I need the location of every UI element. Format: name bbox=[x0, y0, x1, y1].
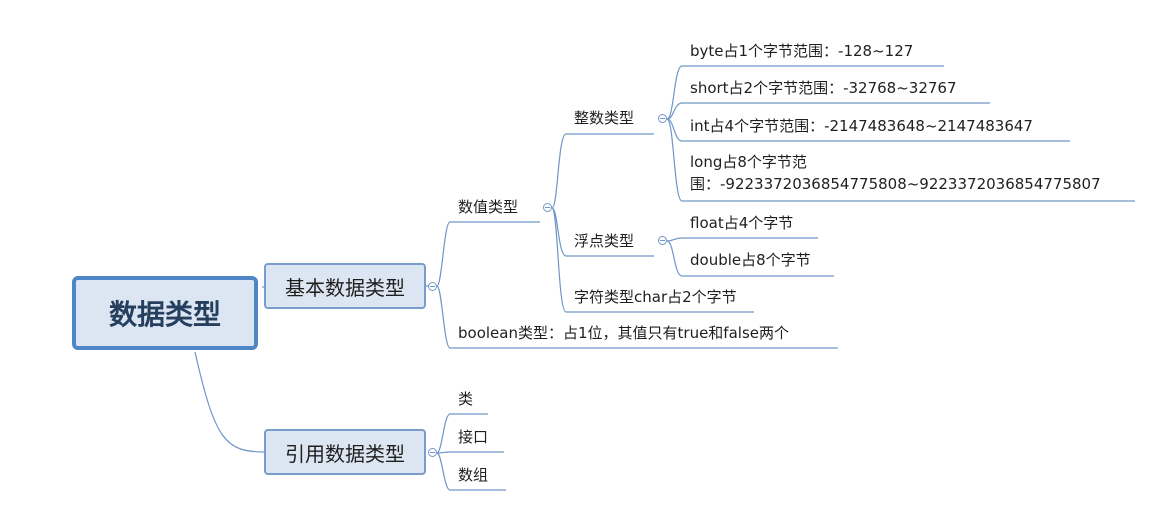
leaf-long-line-2: 围：-9223372036854775808~92233720368547758… bbox=[690, 175, 1101, 193]
leaf-long-line-1: long占8个字节范 bbox=[690, 153, 807, 171]
node-float-types[interactable]: 浮点类型 bbox=[574, 232, 635, 250]
node-reference-data-types[interactable]: 引用数据类型 bbox=[264, 429, 426, 475]
collapse-toggle-icon[interactable] bbox=[543, 203, 552, 212]
leaf-int[interactable]: int占4个字节范围：-2147483648~2147483647 bbox=[690, 117, 1033, 135]
node-char-type[interactable]: 字符类型char占2个字节 bbox=[574, 288, 737, 306]
node-boolean-type[interactable]: boolean类型：占1位，其值只有true和false两个 bbox=[458, 324, 789, 342]
leaf-long[interactable]: long占8个字节范 围：-9223372036854775808~922337… bbox=[690, 151, 1101, 195]
leaf-byte[interactable]: byte占1个字节范围：-128~127 bbox=[690, 42, 914, 60]
node-basic-data-types[interactable]: 基本数据类型 bbox=[264, 263, 426, 309]
leaf-class[interactable]: 类 bbox=[458, 390, 474, 408]
node-integer-types[interactable]: 整数类型 bbox=[574, 109, 635, 127]
leaf-interface[interactable]: 接口 bbox=[458, 428, 489, 446]
leaf-float[interactable]: float占4个字节 bbox=[690, 214, 794, 232]
node-numeric-types[interactable]: 数值类型 bbox=[458, 198, 519, 216]
collapse-toggle-icon[interactable] bbox=[658, 114, 667, 123]
leaf-short[interactable]: short占2个字节范围：-32768~32767 bbox=[690, 79, 957, 97]
root-node-data-types[interactable]: 数据类型 bbox=[72, 276, 258, 350]
collapse-toggle-icon[interactable] bbox=[658, 236, 667, 245]
collapse-toggle-icon[interactable] bbox=[428, 448, 437, 457]
leaf-array[interactable]: 数组 bbox=[458, 466, 489, 484]
leaf-double[interactable]: double占8个字节 bbox=[690, 251, 811, 269]
collapse-toggle-icon[interactable] bbox=[428, 282, 437, 291]
